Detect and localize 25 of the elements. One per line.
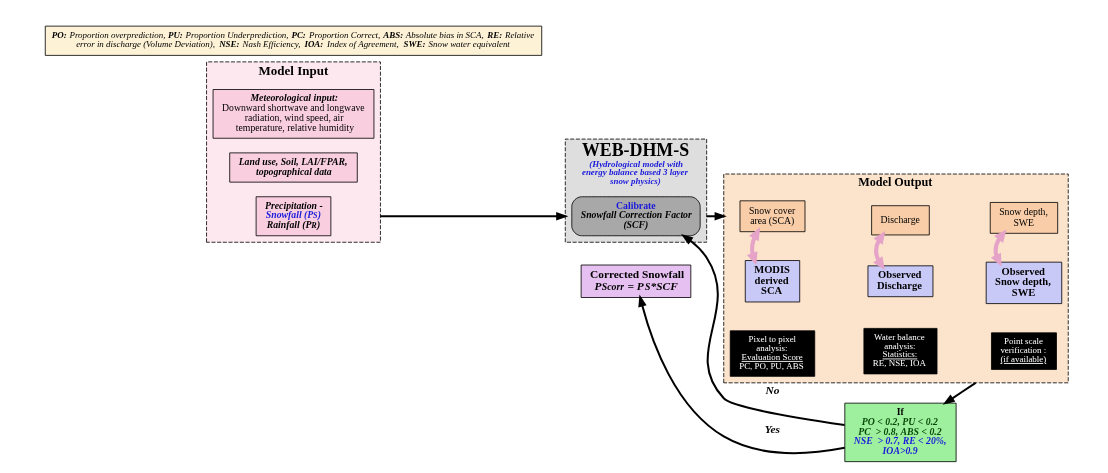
- arrow: [942, 382, 976, 405]
- node-box: Discharge: [870, 205, 930, 236]
- node-box: If PO < 0.2, PU < 0.2 PC > 0.8, ABS < 0.2 NSE > 0.7, RE < 20%, IOA>0.9: [843, 402, 957, 463]
- edge-label: No: [765, 384, 779, 397]
- label: PO: Proportion overprediction, PU: Proportion Underprediction, PC: Proportion Correct, ABS: Absolute bias in SCA, RE: Relative error in discharge (Volume Deviation), NSE: Nash Efficiency, IOA: Index of Agreement, SWE: Snow water equivalent: [51, 30, 534, 50]
- edge-label: Yes: [764, 422, 780, 435]
- arrow: [990, 229, 1006, 267]
- node-box: Snow depth, SWE: [989, 202, 1058, 234]
- node-box: Corrected Snowfall PScorr = PS*SCF: [580, 264, 691, 298]
- node-box: Precipitation - Snowfall (PS) Rainfall (PR): [255, 196, 331, 237]
- arrow: [872, 231, 885, 270]
- node-box: MODIS derived SCA: [744, 260, 800, 303]
- node-box: Point scale verification : (if available): [990, 332, 1057, 370]
- node-box: Calibrate Snowfall Correction Factor (SCF): [570, 196, 701, 237]
- node-box: Observed Snow depth, SWE: [985, 261, 1062, 304]
- node-box: Meteorological input: Downward shortwave and longwave radiation, wind speed, air temperature, relative humidity: [212, 89, 374, 139]
- node-box: Water balance analysis: Statistics: RE, NSE, IOA: [863, 328, 937, 375]
- node-box: Land use, Soil, LAI/FPAR, topographical data: [228, 152, 358, 183]
- arrow: [379, 212, 568, 221]
- arrow: [637, 294, 845, 455]
- node-box: Pixel to pixel analysis: Evaluation Score PC, PO, PU, ABS: [729, 330, 815, 377]
- node-box: Snow cover area (SCA): [739, 200, 805, 233]
- arrow: [746, 227, 760, 266]
- arrow: [680, 234, 845, 426]
- node-box: Observed Discharge: [867, 265, 933, 298]
